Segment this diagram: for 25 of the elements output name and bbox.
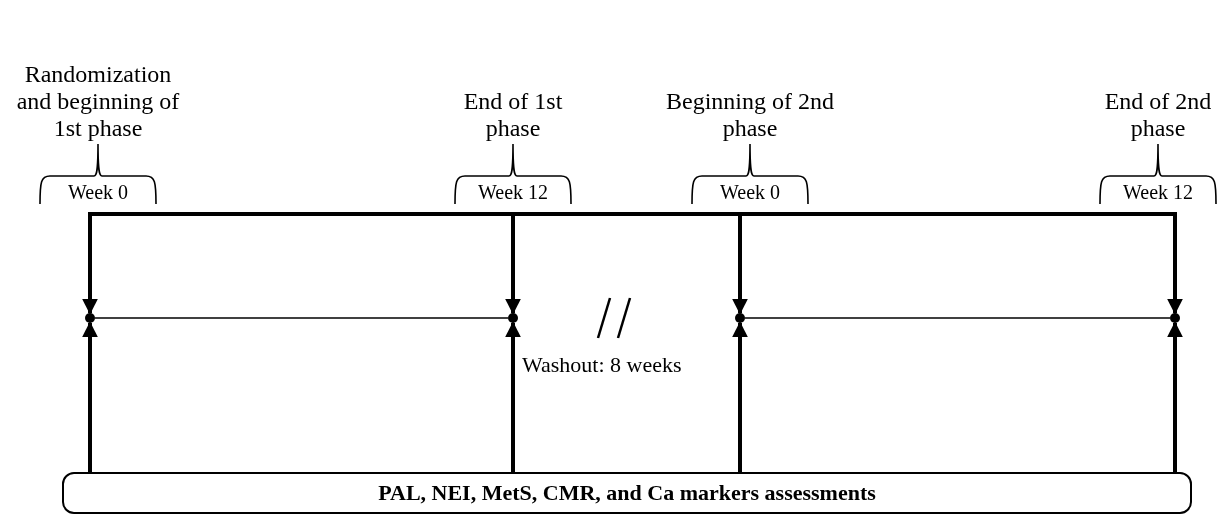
- arrow: [505, 214, 521, 315]
- phase-heading: End of 1st phase: [462, 88, 564, 142]
- week-label: Week 12: [478, 180, 548, 204]
- timeline-line: [94, 317, 509, 319]
- timepoint-dot: [735, 313, 745, 323]
- phase-heading: Beginning of 2nd phase: [665, 88, 835, 142]
- phase-heading: End of 2nd phase: [1103, 88, 1213, 142]
- week-label: Week 12: [1123, 180, 1193, 204]
- arrow: [82, 321, 98, 472]
- phase-heading: Randomization and beginning of 1st phase: [15, 61, 181, 142]
- assessment-text: PAL, NEI, MetS, CMR, and Ca markers assessments: [378, 480, 876, 506]
- timepoint-dot: [508, 313, 518, 323]
- timeline-line: [744, 317, 1171, 319]
- arrow: [505, 321, 521, 472]
- arrow: [1167, 321, 1183, 472]
- timepoint-dot: [1170, 313, 1180, 323]
- assessment-box: [62, 472, 1192, 514]
- arrow: [1167, 214, 1183, 315]
- washout-label: Washout: 8 weeks: [522, 352, 682, 378]
- timepoint-dot: [85, 313, 95, 323]
- week-label: Week 0: [68, 180, 128, 204]
- week-label: Week 0: [720, 180, 780, 204]
- arrow: [82, 214, 98, 315]
- arrow: [732, 214, 748, 315]
- arrow: [732, 321, 748, 472]
